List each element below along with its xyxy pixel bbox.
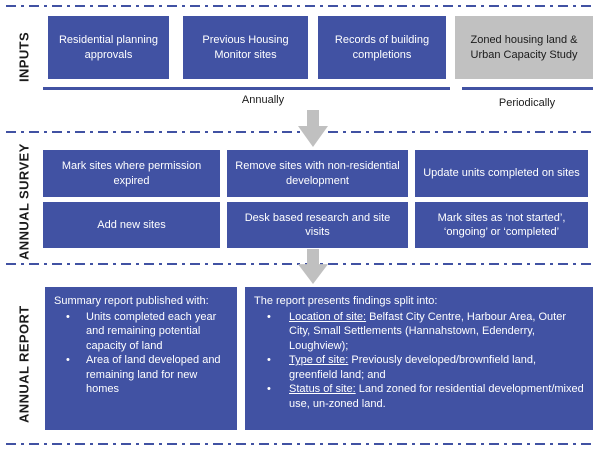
survey-box-mark-sites-status: Mark sites as ‘not started’, ‘ongoing’ o… xyxy=(415,202,588,248)
bullet-text: Previously developed/brownfield land, gr… xyxy=(289,354,537,381)
frequency-annually-label: Annually xyxy=(241,94,285,106)
input-box-records-of-building-completions: Records of building completions xyxy=(318,16,446,79)
bullet-text: Belfast City Centre, Harbour Area, Outer… xyxy=(289,310,566,352)
input-box-residential-planning-approvals: Residential planning approvals xyxy=(48,16,169,79)
report-findings-bullet-location: Location of site: Belfast City Centre, H… xyxy=(254,310,584,354)
survey-box-add-new-sites: Add new sites xyxy=(43,202,220,248)
periodically-underline xyxy=(462,87,593,90)
report-summary-bullet: Units completed each year and remaining … xyxy=(54,310,228,354)
bullet-lead-underlined: Location of site: xyxy=(289,310,367,323)
survey-box-update-units-completed: Update units completed on sites xyxy=(415,150,588,197)
section-label-inputs: INPUTS xyxy=(16,31,32,83)
section-divider-bottom xyxy=(6,443,596,445)
report-findings-heading: The report presents findings split into: xyxy=(254,295,438,307)
arrow-down-icon xyxy=(298,110,328,147)
survey-box-mark-sites-permission-expired: Mark sites where permission expired xyxy=(43,150,220,197)
section-label-annual-survey: ANNUAL SURVEY xyxy=(16,143,32,261)
report-findings-bullet-status: Status of site: Land zoned for residenti… xyxy=(254,382,584,411)
input-box-previous-housing-monitor-sites: Previous Housing Monitor sites xyxy=(183,16,308,79)
frequency-periodically-label: Periodically xyxy=(498,97,556,109)
annually-underline xyxy=(43,87,450,90)
bullet-lead-underlined: Type of site: xyxy=(289,354,349,367)
report-summary-heading: Summary report published with: xyxy=(54,295,209,307)
section-label-annual-report: ANNUAL REPORT xyxy=(16,305,32,423)
section-divider-top xyxy=(6,5,596,7)
section-divider-survey xyxy=(6,131,596,133)
report-box-findings: The report presents findings split into:… xyxy=(245,287,593,430)
report-summary-bullet: Area of land developed and remaining lan… xyxy=(54,353,228,397)
report-findings-bullet-list: Location of site: Belfast City Centre, H… xyxy=(254,310,584,412)
survey-box-desk-based-research: Desk based research and site visits xyxy=(227,202,408,248)
arrow-down-icon xyxy=(298,249,328,284)
report-box-summary: Summary report published with: Units com… xyxy=(45,287,237,430)
bullet-lead-underlined: Status of site: xyxy=(289,383,356,396)
report-findings-bullet-type: Type of site: Previously developed/brown… xyxy=(254,353,584,382)
report-summary-bullet-list: Units completed each year and remaining … xyxy=(54,310,228,397)
bullet-text: Land zoned for residential development/m… xyxy=(289,383,584,410)
section-divider-report xyxy=(6,263,596,265)
survey-box-remove-non-residential: Remove sites with non-residential develo… xyxy=(227,150,408,197)
input-box-zoned-housing-land: Zoned housing land & Urban Capacity Stud… xyxy=(455,16,593,79)
